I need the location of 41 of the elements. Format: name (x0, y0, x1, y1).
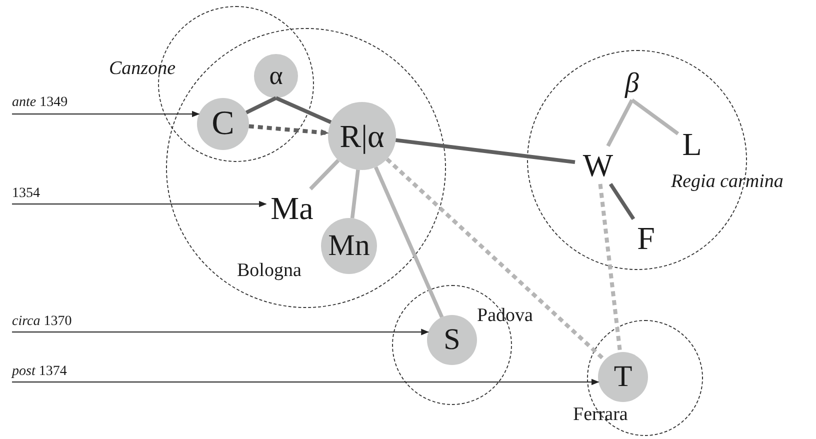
date-label: 1354 (12, 187, 40, 201)
arrow (12, 378, 600, 386)
connector-line (608, 182, 636, 220)
date-label: circa 1370 (12, 315, 72, 329)
manuscript-circle (598, 352, 648, 402)
date-label: post 1374 (12, 365, 67, 379)
region-label: Canzone (109, 59, 176, 78)
manuscript-siglum: Ma (268, 191, 316, 225)
manuscript-circle (328, 102, 396, 170)
date-label: ante 1349 (12, 96, 68, 110)
region-label: Bologna (237, 261, 302, 280)
manuscript-circle (254, 54, 298, 98)
arrow (12, 200, 267, 208)
region-label: Ferrara (573, 405, 628, 424)
connector-line (309, 159, 340, 190)
manuscript-siglum: R|α (340, 120, 384, 152)
connector-line (386, 158, 606, 362)
manuscript-circle (427, 315, 477, 365)
manuscript-siglum: β (622, 69, 642, 99)
manuscript-siglum: T (614, 362, 632, 392)
connector-line (374, 166, 444, 318)
connector-line (350, 170, 360, 218)
connector-line (246, 96, 277, 114)
arrow (12, 110, 200, 118)
arrow (12, 328, 430, 336)
region-label: Regia carmina (671, 172, 784, 191)
manuscript-siglum: W (577, 148, 619, 182)
connector-line (598, 184, 622, 352)
manuscript-circle (197, 98, 249, 150)
connector-line (630, 98, 680, 136)
manuscript-siglum: F (634, 221, 658, 255)
connector-line (396, 138, 576, 164)
connector-line (606, 99, 634, 147)
manuscript-siglum: α (269, 63, 283, 89)
arrow (248, 124, 329, 136)
manuscript-siglum: Mn (328, 231, 370, 261)
manuscript-siglum: S (444, 325, 460, 355)
region-label: Padova (477, 306, 533, 325)
connector-line (275, 96, 332, 124)
manuscript-siglum: C (212, 107, 234, 141)
manuscript-siglum: L (680, 127, 704, 161)
